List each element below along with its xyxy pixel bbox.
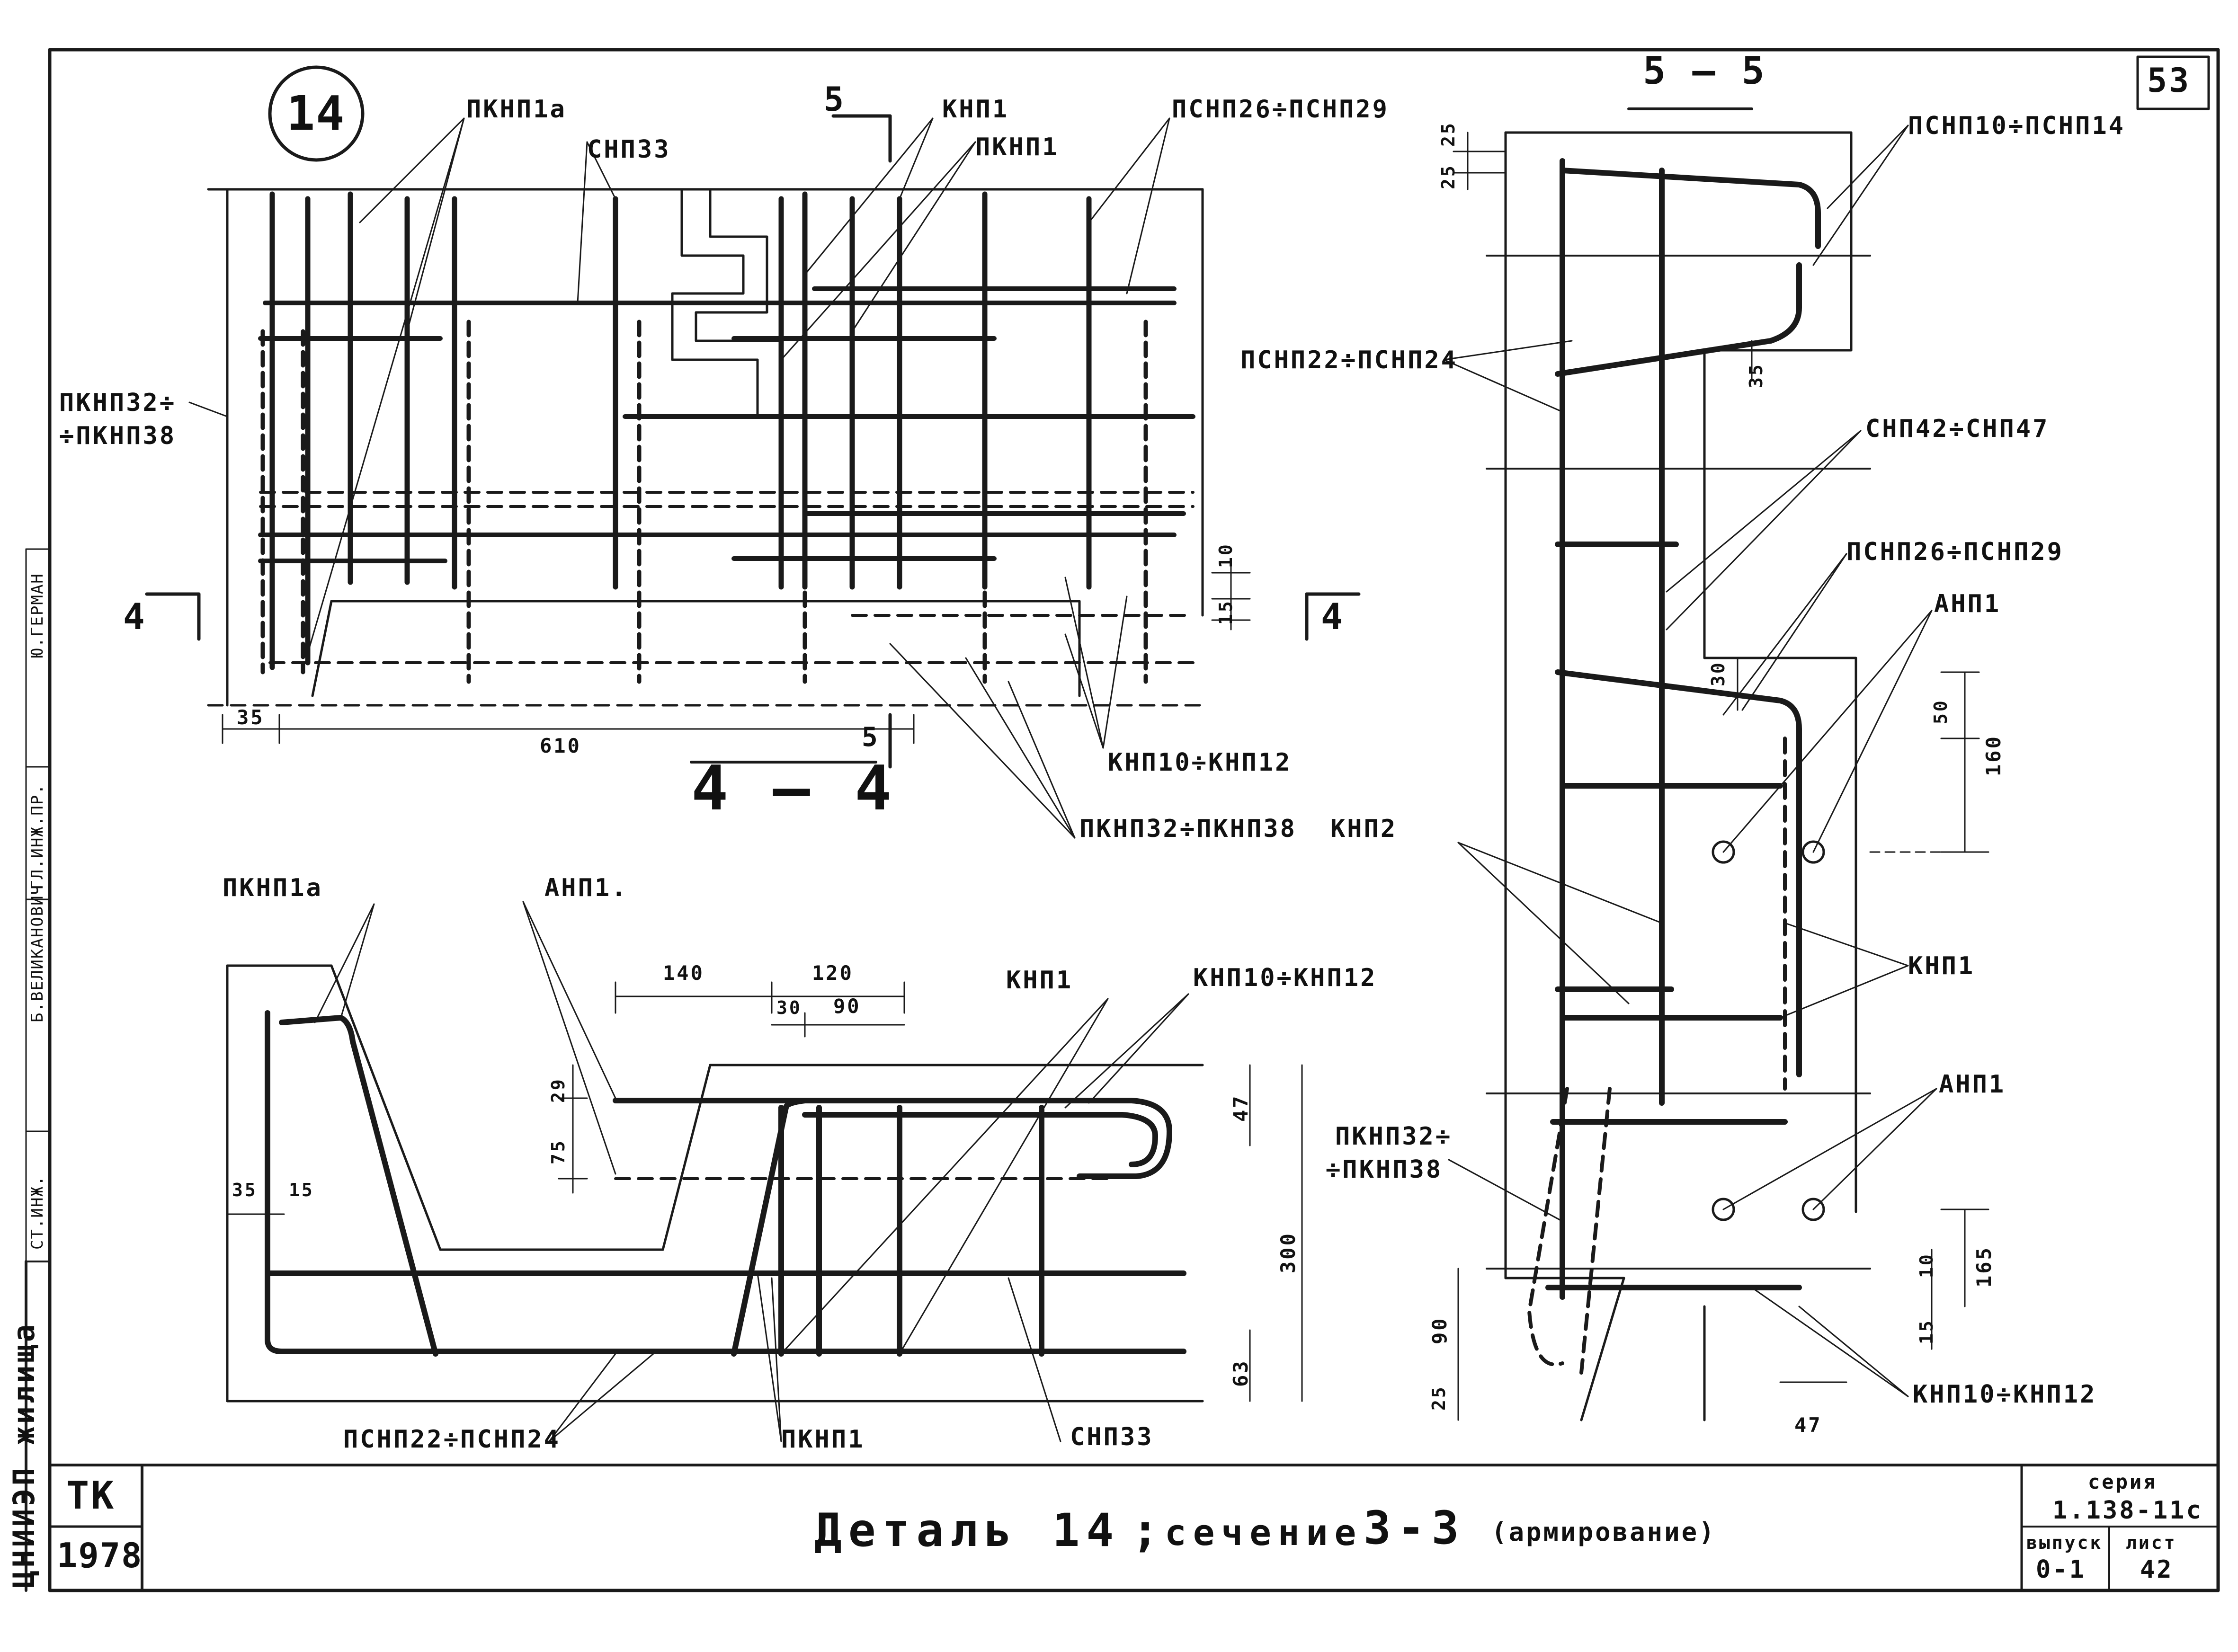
view-section-bottom: [226, 964, 1204, 1403]
label-knp2-right: КНП2: [1330, 815, 1398, 843]
dim-165-right: 165: [1972, 1246, 1996, 1288]
label-snp42-right: СНП42÷СНП47: [1865, 415, 2050, 443]
outer-frame: [48, 48, 2220, 1592]
side-role-2: ГЛ.ИНЖ.ПР.: [28, 783, 47, 890]
label-anp1-right-2: АНП1: [1939, 1070, 2006, 1099]
label-pknp32-top-a: ПКНП32÷: [59, 389, 177, 417]
dim-25-right-a: 25: [1438, 121, 1459, 147]
sheet-number-box: [2136, 55, 2210, 110]
series-label: серия: [2088, 1470, 2158, 1493]
label-pknp32-right-b: ÷ПКНП38: [1326, 1155, 1443, 1184]
label-snp33-bottom: СНП33: [1070, 1423, 1154, 1451]
dim-610-top: 610: [540, 734, 581, 757]
mark-5-top: 5: [824, 80, 846, 119]
dim-25-right-c: 25: [1428, 1385, 1449, 1411]
label-pknp1a-top: ПКНП1а: [466, 95, 567, 124]
dim-15-top: 15: [1215, 599, 1236, 625]
dim-15-right: 15: [1916, 1319, 1937, 1344]
anchor-hole-4: [1801, 1198, 1825, 1221]
mark-5-bottom: 5: [862, 722, 880, 753]
section-5-5-title: 5 — 5: [1643, 49, 1766, 93]
dim-160-right: 160: [1982, 735, 2005, 776]
dim-10-top: 10: [1215, 542, 1236, 568]
dim-90: 90: [833, 995, 861, 1018]
org-name: ЦНИИЭП жилища: [7, 1321, 41, 1588]
label-psnp26-top: ПСНП26÷ПСНП29: [1172, 95, 1389, 124]
dim-30: 30: [776, 997, 802, 1018]
mark-4-left: 4: [123, 595, 147, 638]
label-knp1-bottom: КНП1: [1006, 966, 1073, 995]
dim-75: 75: [548, 1139, 569, 1164]
label-knp1-top: КНП1: [942, 95, 1009, 124]
dim-90-right: 90: [1428, 1316, 1451, 1344]
sheet-number: 53: [2147, 61, 2191, 100]
title-section-word: сечение: [1165, 1511, 1363, 1554]
label-pknp1-bottom: ПКНП1: [781, 1425, 865, 1454]
view-4-4: [207, 188, 1204, 707]
label-knp10-right: КНП10÷КНП12: [1913, 1380, 2097, 1409]
dim-15-bottom: 15: [289, 1180, 314, 1200]
mark-4-right: 4: [1321, 595, 1345, 638]
detail-circle: [268, 65, 365, 162]
dim-50-right: 50: [1930, 699, 1951, 724]
label-pknp32-top-c: ПКНП32÷ПКНП38: [1079, 815, 1297, 843]
dim-140: 140: [663, 961, 704, 985]
label-anp1-right-1: АНП1: [1934, 590, 2001, 618]
label-snp33-top: СНП33: [587, 135, 671, 164]
issue-value: 0-1: [2036, 1555, 2086, 1584]
label-pknp1a-bottom: ПКНП1а: [223, 874, 323, 902]
sheet-value: 42: [2140, 1555, 2174, 1584]
dim-35-top: 35: [237, 706, 265, 729]
title-detail: Деталь 14: [814, 1504, 1121, 1557]
dim-35-right: 35: [1746, 363, 1766, 388]
label-knp10-top: КНП10÷КНП12: [1108, 748, 1292, 777]
anchor-hole-3: [1712, 1198, 1735, 1221]
issue-label: выпуск: [2026, 1532, 2103, 1553]
dim-10-right: 10: [1916, 1252, 1937, 1278]
label-psnp22-bottom: ПСНП22÷ПСНП24: [343, 1425, 561, 1454]
side-role-3: Ю.ГЕРМАН: [28, 573, 47, 658]
label-anp1-bottom: АНП1.: [544, 874, 628, 902]
bars-vertical-top: [269, 191, 1092, 670]
label-pknp32-right-a: ПКНП32÷: [1335, 1122, 1453, 1151]
title-section-number: 3-3: [1364, 1501, 1466, 1554]
stamp-tk: ТК: [66, 1474, 116, 1518]
stamp-year: 1978: [57, 1536, 143, 1575]
title-note: (армирование): [1491, 1517, 1716, 1547]
detail-mark: 14: [286, 86, 346, 141]
label-pknp1-top: ПКНП1: [975, 133, 1059, 161]
dim-47-right: 47: [1794, 1413, 1822, 1437]
label-pknp32-top-b: ÷ПКНП38: [59, 422, 177, 450]
title-separator: ;: [1132, 1504, 1166, 1557]
label-psnp22-right: ПСНП22÷ПСНП24: [1240, 346, 1458, 374]
side-role-4: Б.ВЕЛИКАНОВИЧ: [28, 884, 47, 1022]
sheet-label: лист: [2126, 1532, 2177, 1553]
label-knp10-bottom: КНП10÷КНП12: [1193, 964, 1377, 992]
dim-300: 300: [1276, 1232, 1300, 1273]
anchor-hole-2: [1801, 840, 1825, 864]
anchor-hole-1: [1712, 840, 1735, 864]
dim-35-bottom: 35: [232, 1180, 258, 1200]
series-block: [2020, 1464, 2220, 1592]
label-psnp26-right: ПСНП26÷ПСНП29: [1846, 538, 2064, 566]
dim-47-bottom: 47: [1229, 1094, 1252, 1122]
label-psnp10-right: ПСНП10÷ПСНП14: [1908, 112, 2125, 140]
dim-63: 63: [1229, 1359, 1252, 1387]
section-4-4-title: 4 — 4: [691, 752, 896, 824]
series-value: 1.138-11с: [2052, 1496, 2203, 1525]
dim-25-right-b: 25: [1438, 164, 1459, 189]
label-knp1-right: КНП1: [1908, 952, 1975, 980]
dim-29: 29: [548, 1077, 569, 1103]
side-role-1: СТ.ИНЖ.: [28, 1175, 47, 1250]
dim-30-right: 30: [1708, 661, 1729, 686]
bars-horizontal-top: [258, 286, 1195, 563]
dim-120: 120: [812, 961, 854, 985]
